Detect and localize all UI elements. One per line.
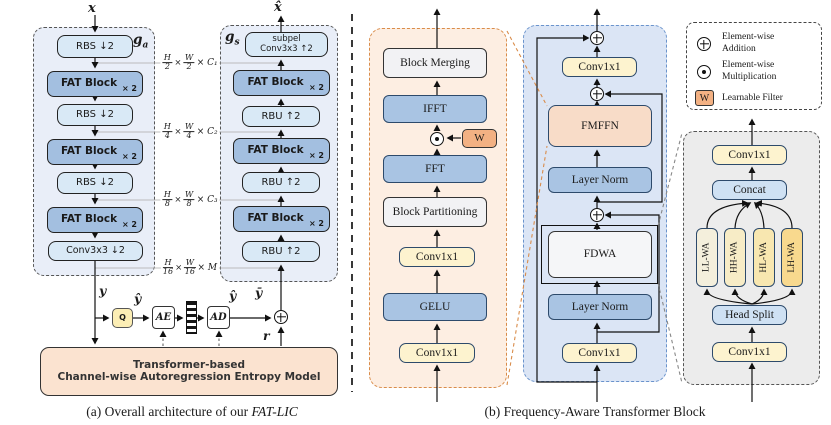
ybar-label: ȳ xyxy=(255,285,263,300)
decoder-block-fat-3: FAT Block× 2 xyxy=(233,206,330,232)
encoder-block-fat-1: FAT Block× 2 xyxy=(47,71,143,97)
fat-layernorm-lower: Layer Norm xyxy=(548,294,652,320)
entropy-context-arrows xyxy=(159,330,223,346)
fat-fmffn-box: FMFFN xyxy=(548,105,652,147)
decoder-block-rbu-3: RBU ↑2 xyxy=(242,241,320,262)
input-x-label: x xyxy=(88,1,96,16)
bitstream-icon xyxy=(186,301,197,334)
entropy-model-box: Transformer-based Channel-wise Autoregre… xyxy=(40,347,338,396)
fat-add-mid-icon xyxy=(590,87,604,101)
fmffn-gelu: GELU xyxy=(383,293,487,321)
fat-layernorm-upper: Layer Norm xyxy=(548,167,652,193)
learnable-filter-box: W xyxy=(462,129,497,148)
fdwa-head-split: Head Split xyxy=(712,305,787,325)
caption-a: (a) Overall architecture of our FAT-LIC xyxy=(86,404,298,419)
legend-multiply-icon xyxy=(697,65,711,79)
residual-r-label: r xyxy=(263,328,270,343)
decoder-block-rbu-1: RBU ↑2 xyxy=(242,106,320,127)
yhat-enc-label: ŷ xyxy=(134,291,142,306)
fmffn-fft: FFT xyxy=(383,155,487,183)
fdwa-ll-wa-branch: LL-WA xyxy=(696,228,718,287)
decoder-block-rbu-2: RBU ↑2 xyxy=(242,172,320,193)
elementwise-add-icon xyxy=(274,310,288,324)
y-label: y xyxy=(99,283,107,298)
fat-conv1x1-top: Conv1x1 xyxy=(562,57,637,77)
fmffn-block-partitioning: Block Partitioning xyxy=(383,197,487,227)
legend-add-icon xyxy=(697,37,711,51)
encoder-name-label: ga xyxy=(133,32,149,51)
encoder-block-rbs-3: RBS ↓2 xyxy=(57,172,133,194)
fmffn-conv1x1-upper: Conv1x1 xyxy=(399,247,475,267)
elementwise-multiply-icon xyxy=(430,132,444,146)
quantizer-box: Q xyxy=(112,308,133,328)
fmffn-ifft: IFFT xyxy=(383,95,487,123)
fat-add-top-icon xyxy=(590,31,604,45)
flow-arrows xyxy=(91,8,796,402)
callout-lines xyxy=(506,30,683,386)
encoder-block-rbs-1: RBS ↓2 xyxy=(57,35,133,58)
legend-learnable-filter-label: Learnable Filter xyxy=(722,93,783,103)
fmffn-block-merging: Block Merging xyxy=(383,48,487,78)
arithmetic-decoder-box: AD xyxy=(207,306,230,329)
arithmetic-encoder-box: AE xyxy=(152,306,175,329)
yhat-dec-label: ŷ xyxy=(229,288,237,303)
fdwa-lh-wa-branch: LH-WA xyxy=(781,228,803,287)
decoder-block-fat-2: FAT Block× 2 xyxy=(233,138,330,164)
legend-learnable-filter-icon: W xyxy=(695,90,714,106)
fdwa-conv1x1-bottom: Conv1x1 xyxy=(712,342,787,362)
encoder-block-fat-2: FAT Block× 2 xyxy=(47,139,143,165)
fat-conv1x1-bottom: Conv1x1 xyxy=(562,343,637,363)
fat-fdwa-box: FDWA xyxy=(548,231,652,278)
fdwa-hl-wa-branch: HL-WA xyxy=(753,228,775,287)
decoder-block-fat-1: FAT Block× 2 xyxy=(233,70,330,96)
encoder-block-fat-3: FAT Block× 2 xyxy=(47,207,143,233)
encoder-block-conv: Conv3x3 ↓2 xyxy=(48,241,143,261)
output-xhat-label: x̂ xyxy=(274,0,282,15)
fmffn-conv1x1-lower: Conv1x1 xyxy=(399,343,475,363)
fdwa-hh-wa-branch: HH-WA xyxy=(724,228,746,287)
decoder-name-label: gs xyxy=(225,29,240,48)
fdwa-conv1x1-top: Conv1x1 xyxy=(712,145,787,165)
encoder-block-rbs-2: RBS ↓2 xyxy=(57,104,133,126)
fat-add-lower-icon xyxy=(590,208,604,222)
caption-b: (b) Frequency-Aware Transformer Block xyxy=(484,404,706,419)
fdwa-concat: Concat xyxy=(712,180,787,200)
